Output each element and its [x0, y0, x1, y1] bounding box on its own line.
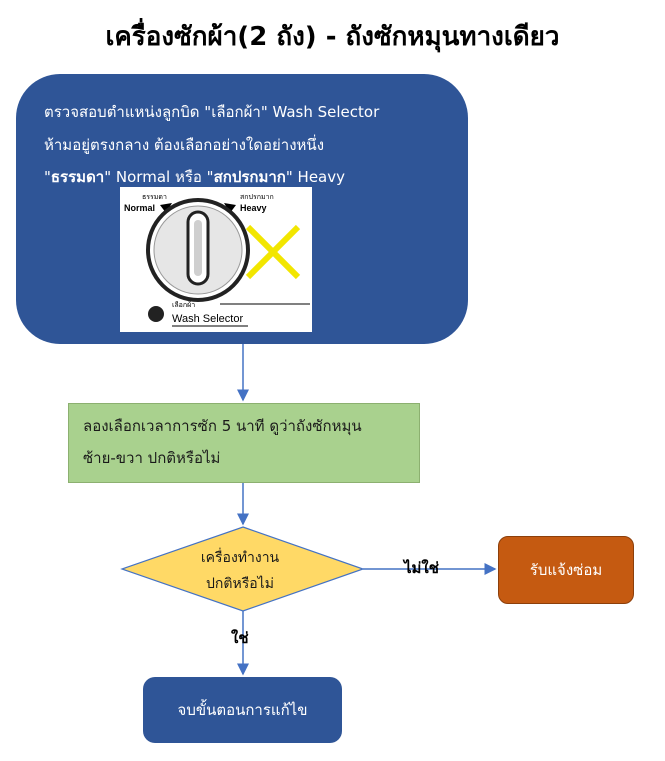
- decision-text: เครื่องทำงาน ปกติหรือไม่: [180, 545, 300, 597]
- wash-selector-image: ธรรมดา Normal สกปรกมาก Heavy เลือกผ้า Wa…: [120, 187, 312, 332]
- end-process-box: จบขั้นตอนการแก้ไข: [143, 677, 342, 743]
- branch-label-yes: ใช่: [231, 629, 249, 647]
- decision-diamond: [120, 526, 365, 612]
- step1-line3: "ธรรมดา" Normal หรือ "สกปรกมาก" Heavy: [44, 168, 345, 186]
- step2-test-wash-box: ลองเลือกเวลาการซัก 5 นาที ดูว่าถังซักหมุ…: [68, 403, 420, 483]
- step2-line2: ซ้าย-ขวา ปกติหรือไม่: [83, 449, 221, 467]
- step2-line1: ลองเลือกเวลาการซัก 5 นาที ดูว่าถังซักหมุ…: [83, 417, 362, 435]
- decision-line1: เครื่องทำงาน: [200, 550, 280, 566]
- heavy-th-small: สกปรกมาก: [240, 193, 274, 201]
- x-mark-line-b: [245, 224, 301, 280]
- heavy-en-small: Heavy: [240, 203, 267, 213]
- page-title: เครื่องซักผ้า(2 ถัง) - ถังซักหมุนทางเดีย…: [105, 22, 560, 52]
- normal-th-label: ธรรมดา: [50, 168, 105, 186]
- select-en-small: Wash Selector: [172, 313, 243, 325]
- step1-line1: ตรวจสอบตำแหน่งลูกบิด "เลือกผ้า" Wash Sel…: [44, 103, 380, 121]
- wash-selector-knob-illustration: ธรรมดา Normal สกปรกมาก Heavy เลือกผ้า Wa…: [124, 193, 310, 327]
- step1-check-selector-box: ตรวจสอบตำแหน่งลูกบิด "เลือกผ้า" Wash Sel…: [16, 74, 468, 344]
- repair-request-box: รับแจ้งซ่อม: [498, 536, 634, 604]
- normal-th-small: ธรรมดา: [142, 193, 167, 201]
- normal-en-small: Normal: [124, 203, 155, 213]
- decision-line2: ปกติหรือไม่: [206, 576, 274, 592]
- heavy-th-label: สกปรกมาก: [213, 168, 286, 186]
- shirt-icon: [148, 306, 164, 322]
- select-th-small: เลือกผ้า: [172, 301, 195, 309]
- step1-line2: ห้ามอยู่ตรงกลาง ต้องเลือกอย่างใดอย่างหนึ…: [44, 136, 325, 154]
- branch-label-no: ไม่ใช่: [404, 559, 439, 577]
